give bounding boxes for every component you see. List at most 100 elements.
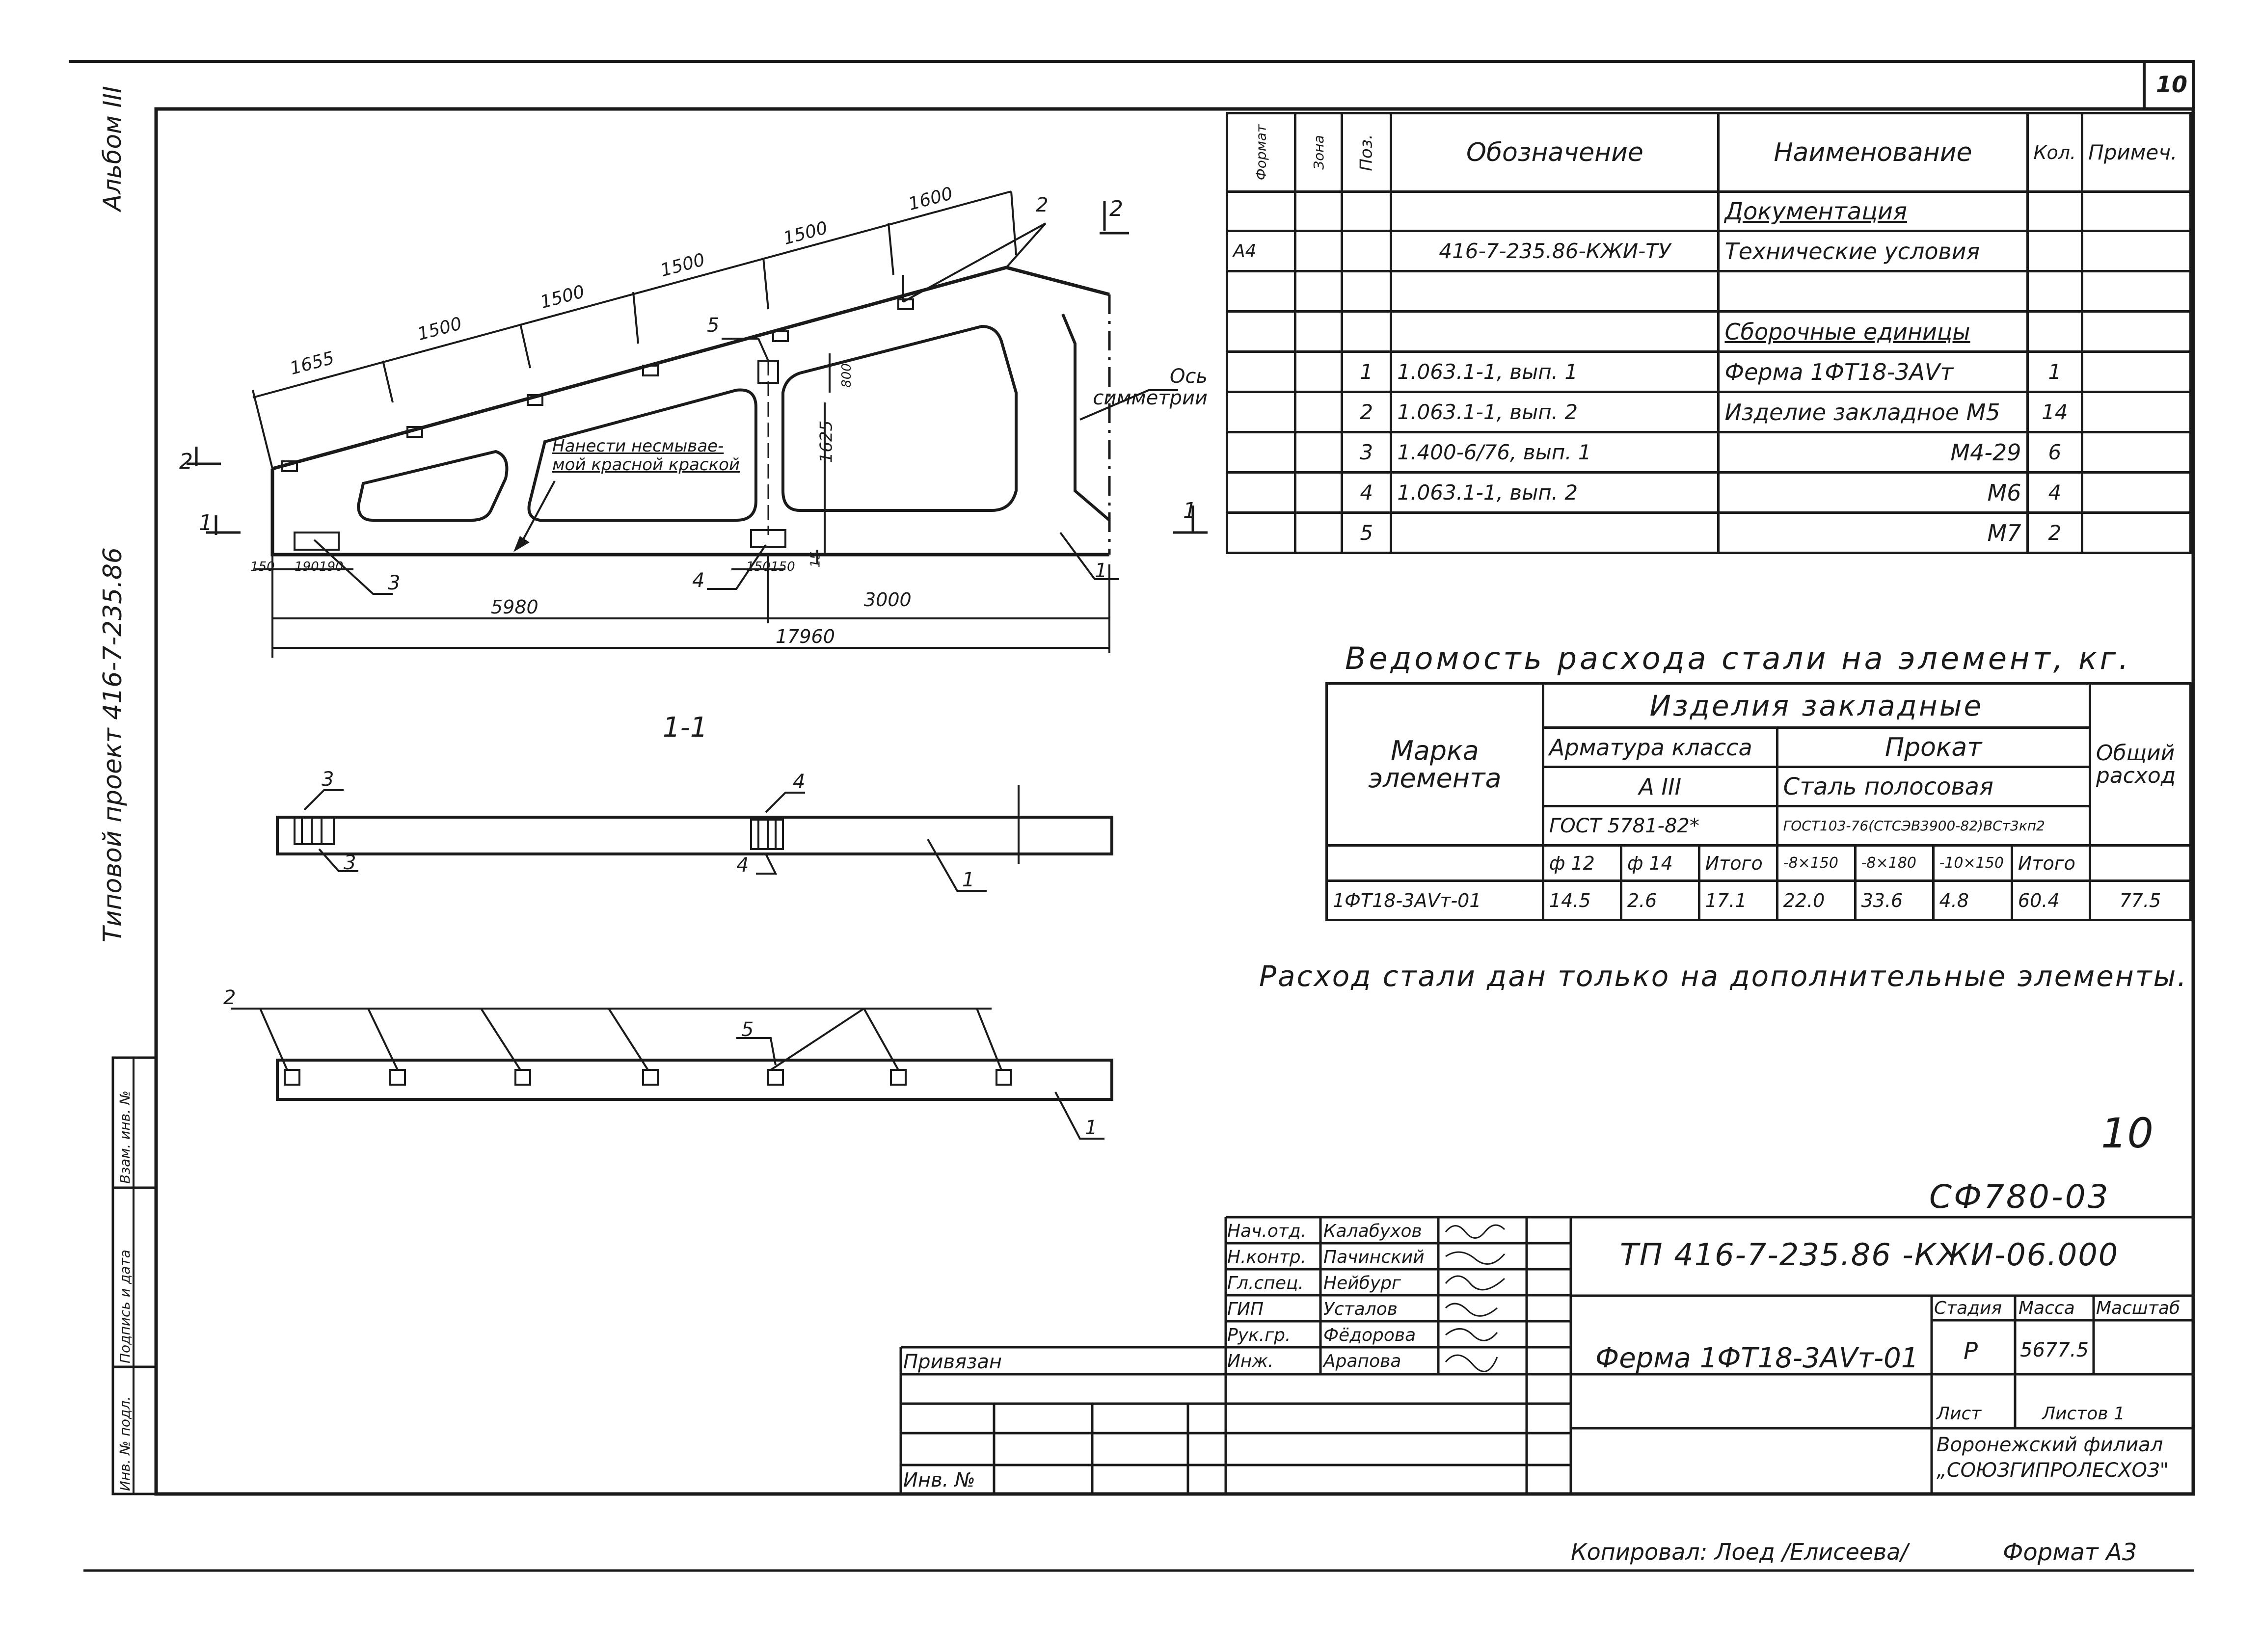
steel-head-total: Общий расход bbox=[2088, 682, 2192, 847]
spec-cell-qty bbox=[2026, 190, 2084, 232]
tb-sheet-label: Лист bbox=[1937, 1404, 1982, 1424]
spec-cell-name: М4-29 bbox=[1717, 431, 2029, 474]
archive-code: СФ780-03 bbox=[1929, 1178, 2110, 1216]
steel-sub-empty bbox=[1325, 844, 1544, 882]
spec-row: Документация bbox=[1226, 190, 2192, 232]
steel-sub-10x150: -10×150 bbox=[1932, 844, 2013, 882]
opening-1 bbox=[356, 450, 509, 522]
spec-cell-code: 1.063.1-1, вып. 1 bbox=[1390, 350, 1720, 393]
tb-role-4: Рук.гр. bbox=[1227, 1325, 1291, 1345]
steel-cell-value: 2.6 bbox=[1619, 879, 1700, 921]
spec-cell-pos bbox=[1341, 230, 1393, 272]
spec-cell-qty: 14 bbox=[2026, 391, 2084, 433]
spec-cell-pos bbox=[1341, 190, 1393, 232]
steel-head-gost2: ГОСТ103-76(СТСЭВ3900-82)ВСт3кп2 bbox=[1776, 805, 2091, 847]
spec-cell-format bbox=[1226, 310, 1296, 353]
spec-cell-note bbox=[2081, 310, 2192, 353]
steel-cell-value: 17.1 bbox=[1697, 879, 1778, 921]
section-title: 1-1 bbox=[663, 712, 708, 744]
tb-name-1: Пачинский bbox=[1323, 1247, 1425, 1267]
spec-row: 5 М7 2 bbox=[1226, 511, 2192, 554]
tb-name-0: Калабухов bbox=[1323, 1221, 1422, 1241]
spec-cell-zone bbox=[1293, 190, 1344, 232]
section-callout-4-top: 4 bbox=[793, 771, 806, 793]
opening-2 bbox=[527, 388, 757, 522]
steel-cell-value: 22.0 bbox=[1776, 879, 1857, 921]
tb-scale-label: Масштаб bbox=[2096, 1298, 2180, 1318]
spec-head-zone: Зона bbox=[1293, 112, 1344, 193]
spec-cell-code bbox=[1390, 310, 1720, 353]
spec-cell-code bbox=[1390, 270, 1720, 313]
spec-cell-qty: 6 bbox=[2026, 431, 2084, 474]
steel-cell-value: 33.6 bbox=[1854, 879, 1935, 921]
spec-cell-qty bbox=[2026, 270, 2084, 313]
dim-150-left: 150 bbox=[250, 560, 275, 574]
tb-doc-code: ТП 416-7-235.86 -КЖИ-06.000 bbox=[1620, 1237, 2119, 1273]
tb-stage-value: Р bbox=[1964, 1337, 1978, 1365]
spec-cell-name: Изделие закладное М5 bbox=[1717, 391, 2029, 433]
steel-cell-value: 77.5 bbox=[2088, 879, 2192, 921]
spec-cell-zone bbox=[1293, 270, 1344, 313]
tb-inv-label: Инв. № bbox=[903, 1469, 975, 1492]
spec-cell-zone bbox=[1293, 511, 1344, 554]
callout-4-plan: 4 bbox=[692, 569, 705, 592]
steel-cell-mark: 1ФТ18-3АVт-01 bbox=[1325, 879, 1544, 921]
embedded-plates-top bbox=[281, 298, 914, 472]
spec-row: 4 1.063.1-1, вып. 2 М6 4 bbox=[1226, 471, 2192, 514]
spec-cell-code: 1.063.1-1, вып. 2 bbox=[1390, 471, 1720, 514]
steel-note: Расход стали дан только на дополнительны… bbox=[1259, 959, 2188, 993]
opening-3 bbox=[781, 324, 1018, 512]
spec-cell-note bbox=[2081, 190, 2192, 232]
steel-table: Марка элемента Изделия закладные Общий р… bbox=[1325, 682, 2192, 921]
section-callout-3-bottom: 3 bbox=[344, 852, 356, 874]
copied-by: Копировал: Лоед /Елисеева/ bbox=[1571, 1539, 1908, 1565]
spec-cell-name bbox=[1717, 270, 2029, 313]
spec-cell-note bbox=[2081, 471, 2192, 514]
callout-2-top: 2 bbox=[1036, 194, 1049, 216]
steel-cell-value: 60.4 bbox=[2010, 879, 2091, 921]
spec-row: А4 416-7-235.86-КЖИ-ТУ Технические услов… bbox=[1226, 230, 2192, 272]
spec-cell-qty bbox=[2026, 230, 2084, 272]
dim-total: 17960 bbox=[776, 626, 835, 647]
steel-data-row: 1ФТ18-3АVт-01 14.5 2.6 17.1 22.0 33.6 4.… bbox=[1325, 879, 2192, 921]
steel-sub-8x150: -8×150 bbox=[1776, 844, 1857, 882]
steel-sub-d14: ф 14 bbox=[1619, 844, 1700, 882]
spec-cell-pos bbox=[1341, 270, 1393, 313]
spec-header-row: Формат Зона Поз. Обозначение Наименовани… bbox=[1226, 112, 2192, 193]
tb-stage-label: Стадия bbox=[1934, 1298, 2002, 1318]
tb-role-2: Гл.спец. bbox=[1227, 1273, 1304, 1293]
sheet-number: 10 bbox=[2156, 71, 2188, 98]
spec-cell-format bbox=[1226, 511, 1296, 554]
callout-3-plan: 3 bbox=[388, 572, 401, 594]
dim-190-a: 190 bbox=[295, 560, 319, 574]
paint-note: Нанести несмывае- мой красной краской bbox=[552, 436, 740, 475]
tb-linked-label: Привязан bbox=[903, 1351, 1002, 1373]
spec-row: Сборочные единицы bbox=[1226, 310, 2192, 353]
spec-cell-code bbox=[1390, 190, 1720, 232]
symmetry-axis-label: Ось симметрии bbox=[1093, 365, 1208, 409]
steel-cell-value: 14.5 bbox=[1541, 879, 1622, 921]
tb-role-3: ГИП bbox=[1227, 1299, 1264, 1319]
dim-150-mid-b: 150 bbox=[771, 560, 795, 574]
spec-cell-pos bbox=[1341, 310, 1393, 353]
spec-cell-name: Документация bbox=[1717, 190, 2029, 232]
spec-row: 2 1.063.1-1, вып. 2 Изделие закладное М5… bbox=[1226, 391, 2192, 433]
plan-callout-2: 2 bbox=[223, 986, 236, 1009]
spec-cell-format bbox=[1226, 391, 1296, 433]
spec-cell-name: Сборочные единицы bbox=[1717, 310, 2029, 353]
plan-plates bbox=[284, 1069, 1012, 1086]
steel-sub-total-rebar: Итого bbox=[1697, 844, 1778, 882]
handwritten-number: 10 bbox=[2101, 1109, 2153, 1157]
plan-callout-5: 5 bbox=[741, 1018, 754, 1041]
spec-cell-pos: 1 bbox=[1341, 350, 1393, 393]
spec-cell-qty bbox=[2026, 310, 2084, 353]
tb-organization: Воронежский филиал „СОЮЗГИПРОЛЕСХОЗ" bbox=[1937, 1434, 2169, 1482]
spec-cell-name: М7 bbox=[1717, 511, 2029, 554]
steel-sub-empty bbox=[2088, 844, 2192, 882]
spec-cell-format: А4 bbox=[1226, 230, 1296, 272]
dim-5980: 5980 bbox=[491, 596, 538, 618]
tb-sheets-label: Листов 1 bbox=[2042, 1404, 2125, 1424]
